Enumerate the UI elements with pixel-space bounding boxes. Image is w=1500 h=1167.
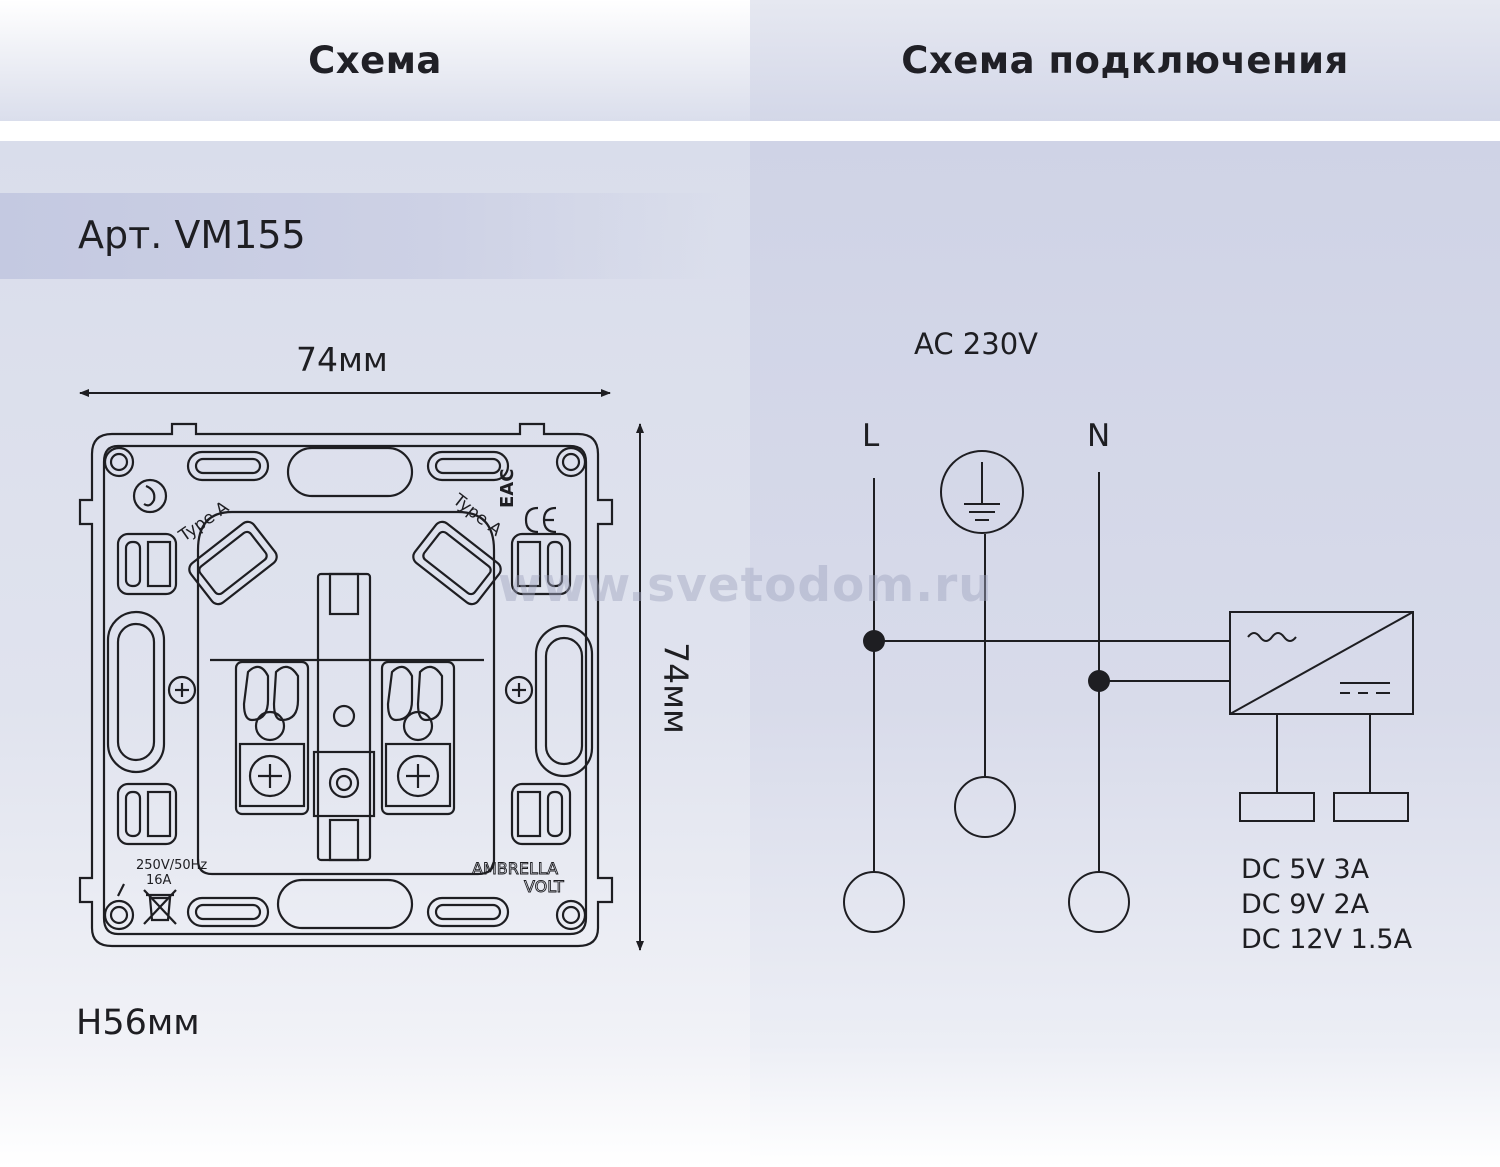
article-number: Арт. VM155 — [78, 213, 306, 257]
header-right: Схема подключения — [750, 0, 1500, 121]
header-right-title: Схема подключения — [901, 39, 1349, 82]
brand-name-line2: VOLT — [524, 877, 564, 896]
side-screw-right — [504, 675, 534, 705]
corner-hole-tr — [555, 446, 587, 478]
usb-output-2 — [1333, 792, 1409, 822]
weee-bin-icon — [143, 889, 177, 925]
output-spec-9v: DC 9V 2A — [1241, 889, 1370, 920]
side-screw-left — [167, 675, 197, 705]
ac-sine-icon — [1247, 632, 1297, 642]
earth-ground-icon — [964, 462, 1000, 521]
neutral-terminal — [1068, 871, 1130, 933]
earth-terminal — [954, 776, 1016, 838]
corner-hole-bl — [103, 899, 135, 931]
depth-label: H56мм — [76, 1003, 200, 1043]
output-spec-12v: DC 12V 1.5A — [1241, 924, 1413, 955]
eac-mark: EAC — [497, 469, 518, 508]
brand-logo-icon — [132, 478, 168, 514]
wiring-diagram — [843, 450, 1414, 933]
brand-name-line1: AMBRELLA — [472, 859, 558, 878]
usb-output-1 — [1239, 792, 1315, 822]
ac-dc-converter — [1229, 611, 1414, 715]
watermark: www.svetodom.ru — [498, 558, 993, 613]
usb-port-right — [412, 520, 502, 606]
socket-frame-inner — [102, 444, 588, 936]
phase-terminal — [843, 871, 905, 933]
width-dimension-label: 74мм — [296, 340, 388, 379]
terminal-left — [234, 660, 310, 816]
rating-voltage: 250V/50Hz — [136, 858, 207, 873]
corner-hole-br — [555, 899, 587, 931]
phase-label: L — [862, 418, 880, 454]
terminal-right — [380, 660, 456, 816]
neutral-junction-dot — [1088, 670, 1110, 692]
ce-mark-icon — [524, 506, 557, 534]
neutral-label: N — [1087, 418, 1111, 454]
output-spec-5v: DC 5V 3A — [1241, 854, 1370, 885]
left-panel — [0, 141, 750, 1167]
phase-junction-dot — [863, 630, 885, 652]
article-band — [0, 193, 720, 279]
usb-port-left — [188, 520, 278, 606]
earth-symbol-circle — [940, 450, 1024, 534]
header-left: Схема — [0, 0, 750, 121]
socket-frame-outline — [78, 422, 614, 948]
supply-voltage-label: AC 230V — [914, 327, 1038, 361]
corner-hole-tl — [103, 446, 135, 478]
socket-cavity — [196, 510, 496, 876]
socket-drawing — [78, 422, 614, 948]
rating-current: 16A — [146, 873, 172, 888]
height-dimension-label: 74мм — [656, 642, 696, 734]
header-left-title: Схема — [308, 39, 442, 82]
